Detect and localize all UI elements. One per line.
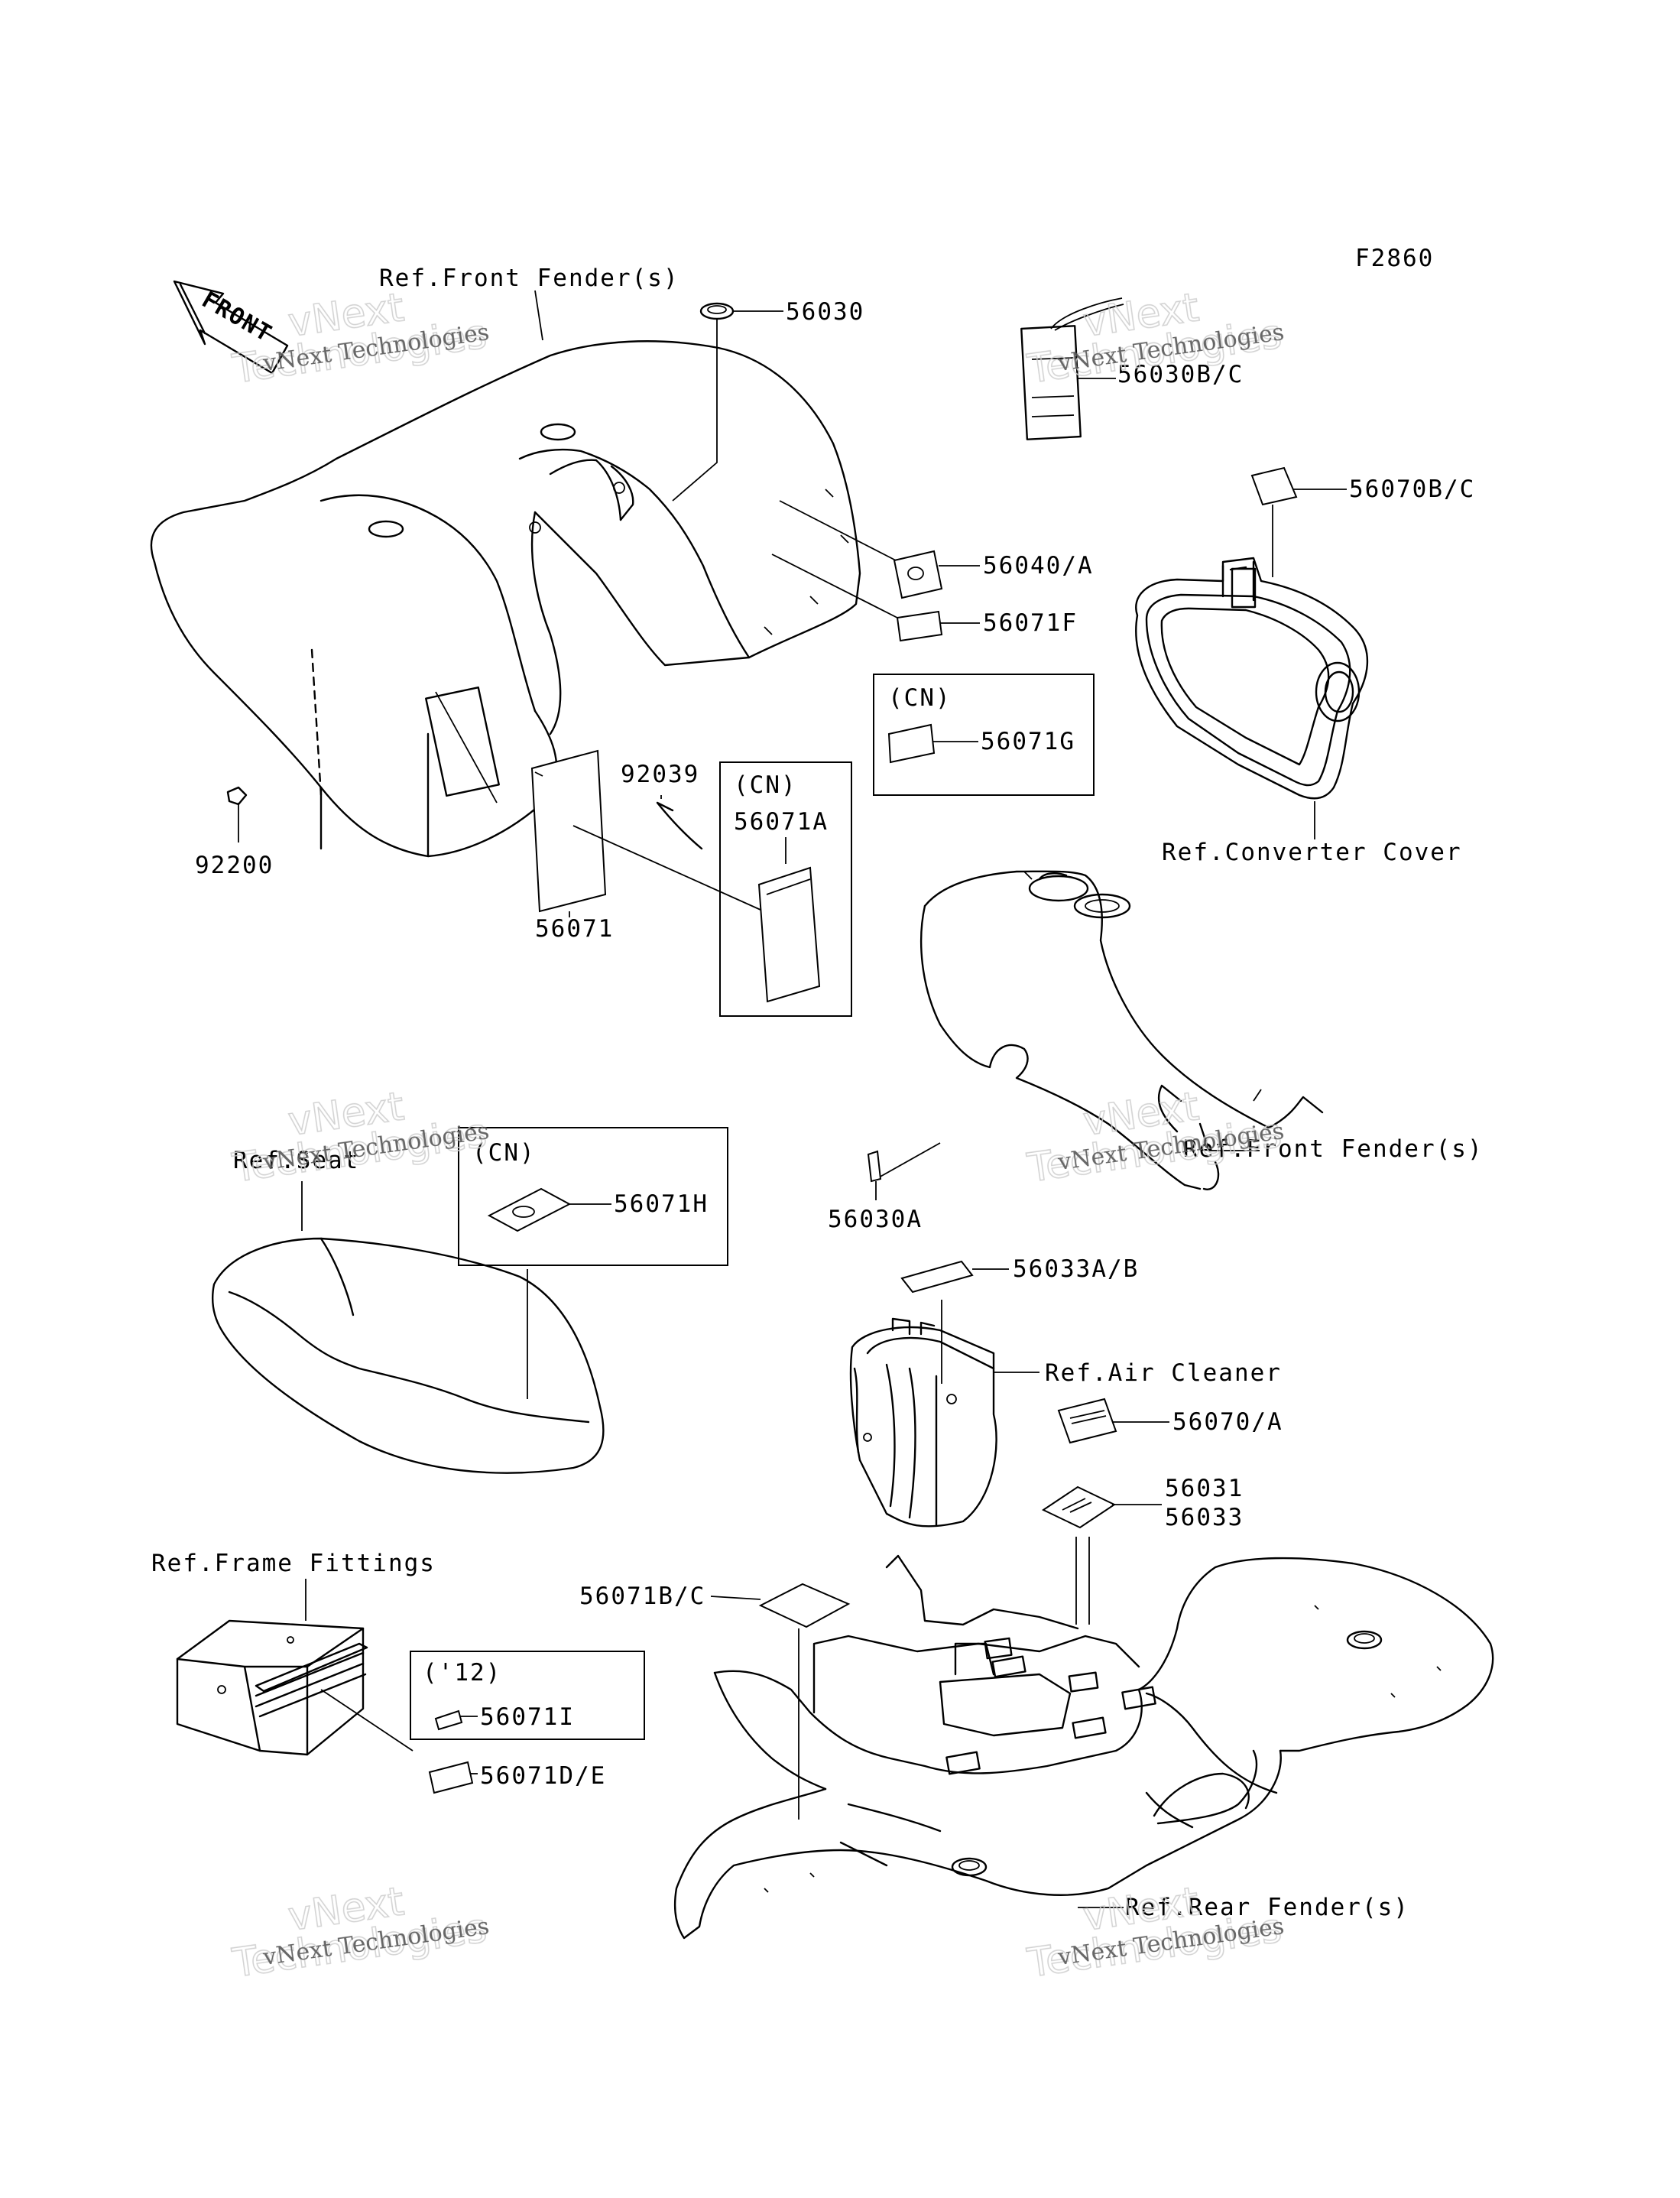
decal-56030a: 56030A (828, 1150, 923, 1233)
label-56030a: 56030A (828, 1206, 923, 1233)
grommet-56030: 56030 (672, 298, 864, 502)
air-cleaner-drawing (849, 1300, 1039, 1528)
label-cn-1: (CN) (888, 684, 952, 712)
label-ref-air-cleaner: Ref.Air Cleaner (1045, 1359, 1282, 1387)
label-56033a-b: 56033A/B (1013, 1255, 1139, 1283)
cn-box-56071a: (CN) 56071A (572, 761, 852, 1017)
label-ref-converter-cover: Ref.Converter Cover (1162, 839, 1462, 866)
label-56040-a: 56040/A (983, 552, 1094, 580)
decal-56071: 56071 (530, 749, 614, 943)
clip-92200: 92200 (195, 786, 274, 879)
label-92039: 92039 (621, 761, 699, 788)
label-56030: 56030 (786, 298, 864, 326)
decal-56070b-c: 56070B/C (1250, 466, 1475, 577)
decal-56071f: 56071F (771, 554, 1078, 642)
label-56071d-e: 56071D/E (480, 1762, 606, 1790)
label-56033: 56033 (1165, 1504, 1244, 1531)
label-92200: 92200 (195, 852, 274, 879)
label-56071f: 56071F (983, 609, 1078, 637)
label-56031: 56031 (1165, 1475, 1244, 1502)
decal-56071d-e: 56071D/E (428, 1761, 606, 1794)
front-fender-mid-drawing (878, 870, 1324, 1190)
label-56071g: 56071G (981, 728, 1075, 755)
decal-56071b-c: 56071B/C (579, 1583, 851, 1820)
label-56071i: 56071I (480, 1703, 575, 1731)
label-ref-rear-fender: Ref.Rear Fender(s) (1125, 1894, 1409, 1921)
front-arrow-label: FRONT (197, 287, 277, 348)
front-fender-drawing (150, 340, 861, 858)
frame-fittings-drawing (176, 1579, 414, 1756)
rear-fender-drawing (673, 1554, 1494, 1940)
decal-56031-56033: 56031 56033 (1041, 1475, 1244, 1625)
cn-box-56071h: (CN) 56071H (458, 1127, 728, 1399)
label-ref-front-fender-top: Ref.Front Fender(s) (379, 265, 679, 292)
decal-56033a-b: 56033A/B (900, 1255, 1139, 1294)
decal-56070-a: 56070/A (1057, 1398, 1283, 1444)
watermark: vNext Technologies vNext Technologies vN… (229, 284, 1286, 1988)
cn-box-56071g: (CN) 56071G (873, 674, 1095, 796)
decal-56040-a: 56040/A (779, 500, 1094, 599)
tag-56030b-c: 56030B/C (1020, 297, 1244, 440)
label-56071a: 56071A (734, 808, 829, 836)
seat-drawing (211, 1181, 605, 1474)
year-box-56071i: ('12) 56071I (410, 1651, 645, 1740)
figure-code: F2860 (1355, 245, 1434, 272)
label-ref-seat: Ref.Seat (233, 1147, 359, 1174)
label-56030b-c: 56030B/C (1117, 361, 1244, 388)
converter-cover-drawing (1135, 557, 1369, 839)
tie-92039: 92039 (621, 761, 703, 850)
label-ref-front-fender-mid: Ref.Front Fender(s) (1183, 1135, 1484, 1163)
label-56070-a: 56070/A (1172, 1408, 1283, 1436)
label-56071: 56071 (535, 915, 614, 943)
label-cn-2: (CN) (734, 771, 797, 799)
label-56070b-c: 56070B/C (1349, 476, 1475, 503)
label-year-12: ('12) (423, 1659, 501, 1687)
label-56071h: 56071H (614, 1190, 709, 1218)
label-ref-frame-fittings: Ref.Frame Fittings (151, 1550, 436, 1577)
label-56071b-c: 56071B/C (579, 1583, 705, 1610)
label-cn-3: (CN) (472, 1139, 536, 1167)
